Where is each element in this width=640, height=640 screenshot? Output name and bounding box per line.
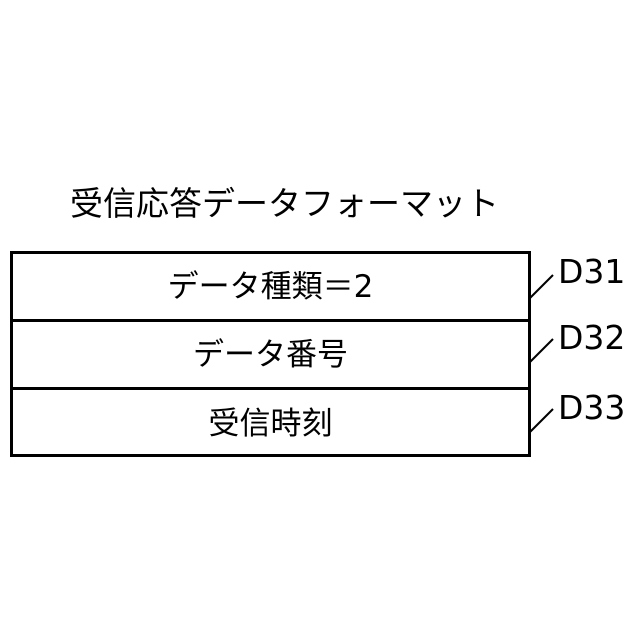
table-row-receive-time: 受信時刻 (13, 390, 528, 457)
reference-label-d32: D32 (558, 318, 634, 358)
format-table: データ種類＝2 データ番号 受信時刻 (10, 251, 531, 457)
table-row-data-number: データ番号 (13, 322, 528, 390)
diagram-title: 受信応答データフォーマット (70, 182, 490, 226)
reference-label-d33: D33 (558, 388, 634, 428)
leader-line-d32 (530, 339, 553, 362)
table-row-data-type: データ種類＝2 (13, 254, 528, 322)
row-label-data-number: データ番号 (193, 335, 348, 375)
leader-line-d31 (530, 275, 553, 298)
row-label-receive-time: 受信時刻 (209, 404, 333, 444)
row-label-data-type: データ種類＝2 (168, 267, 374, 307)
leader-line-d33 (530, 409, 553, 432)
reference-label-d31: D31 (558, 252, 634, 292)
